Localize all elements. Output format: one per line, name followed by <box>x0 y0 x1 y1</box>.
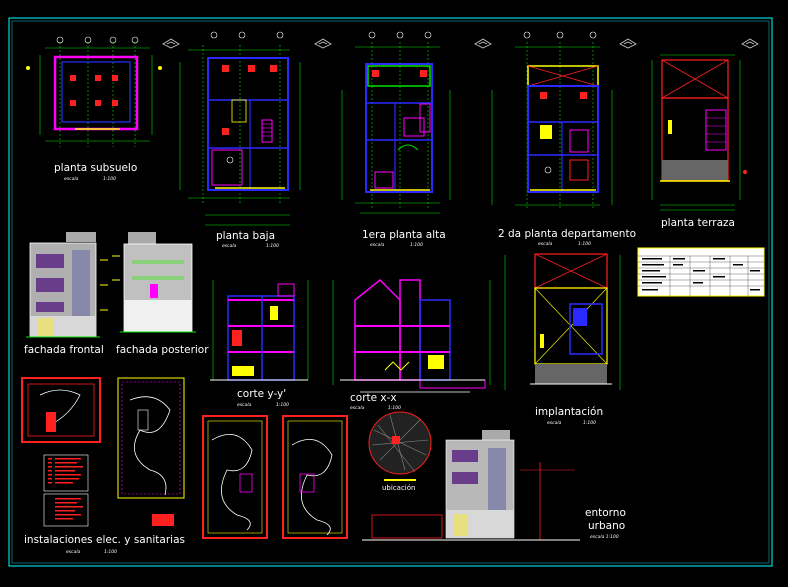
scale-instalaciones: escala <box>66 549 81 555</box>
scale-ratio-corte-xx: 1:100 <box>388 405 401 411</box>
north-arrow-icon <box>474 38 492 49</box>
plan-planta-subsuelo <box>26 36 162 147</box>
scale-ratio-segunda: 1:100 <box>578 241 591 247</box>
sheet-border <box>8 17 773 567</box>
label-entorno: entorno <box>585 507 626 519</box>
label-ubicacion: ubicación <box>382 484 415 492</box>
label-corte-xx: corte x-x <box>350 392 397 404</box>
scale-ratio-primera: 1:100 <box>410 242 423 248</box>
scale-ratio-subsuelo: 1:100 <box>103 176 116 182</box>
scale-ratio-instalaciones: 1:100 <box>104 549 117 555</box>
plan-planta-terraza <box>651 54 747 211</box>
scale-planta-subsuelo: escala <box>64 176 79 182</box>
label-primera-planta: 1era planta alta <box>362 229 446 241</box>
section-corte-xx <box>332 278 491 393</box>
north-arrow-icon <box>314 38 332 49</box>
label-instalaciones: instalaciones elec. y sanitarias <box>24 534 185 546</box>
label-corte-yy: corte y-y' <box>237 388 286 400</box>
label-planta-terraza: planta terraza <box>661 217 735 229</box>
scale-segunda-planta: escala <box>538 241 553 247</box>
plan-instalaciones <box>21 377 348 539</box>
scale-entorno-urbano: escala 1:100 <box>590 534 619 540</box>
elevation-entorno-urbano <box>362 430 580 541</box>
scale-corte-xx: escala <box>350 405 365 411</box>
label-implantacion: implantación <box>535 406 603 418</box>
scale-implantacion: escala <box>547 420 562 426</box>
plan-planta-baja <box>179 31 301 226</box>
scale-ratio-implantacion: 1:100 <box>583 420 596 426</box>
label-planta-baja: planta baja <box>216 230 275 242</box>
plan-segunda-planta <box>491 31 613 210</box>
label-urbano: urbano <box>588 520 625 532</box>
north-arrow-icon <box>741 38 759 49</box>
label-planta-subsuelo: planta subsuelo <box>54 162 137 174</box>
scale-ratio-baja: 1:100 <box>266 243 279 249</box>
north-arrow-icon <box>619 38 637 49</box>
location-map-ubicacion <box>368 411 432 481</box>
elevation-fachada-posterior <box>112 232 196 333</box>
scale-primera-planta: escala <box>370 242 385 248</box>
scale-planta-baja: escala <box>222 243 237 249</box>
elevation-fachada-frontal <box>26 232 108 338</box>
label-segunda-planta: 2 da planta departamento <box>498 228 636 240</box>
plan-primera-planta-alta <box>341 31 451 214</box>
scale-ratio-corte-yy: 1:100 <box>276 402 289 408</box>
label-fachada-frontal: fachada frontal <box>24 344 104 356</box>
scale-corte-yy: escala <box>237 402 252 408</box>
area-summary-table <box>637 247 765 297</box>
label-fachada-posterior: fachada posterior <box>116 344 209 356</box>
sheet-inner-border <box>11 20 770 564</box>
section-corte-yy <box>210 280 309 381</box>
plan-implantacion <box>504 253 621 390</box>
north-arrow-icon <box>162 38 180 49</box>
